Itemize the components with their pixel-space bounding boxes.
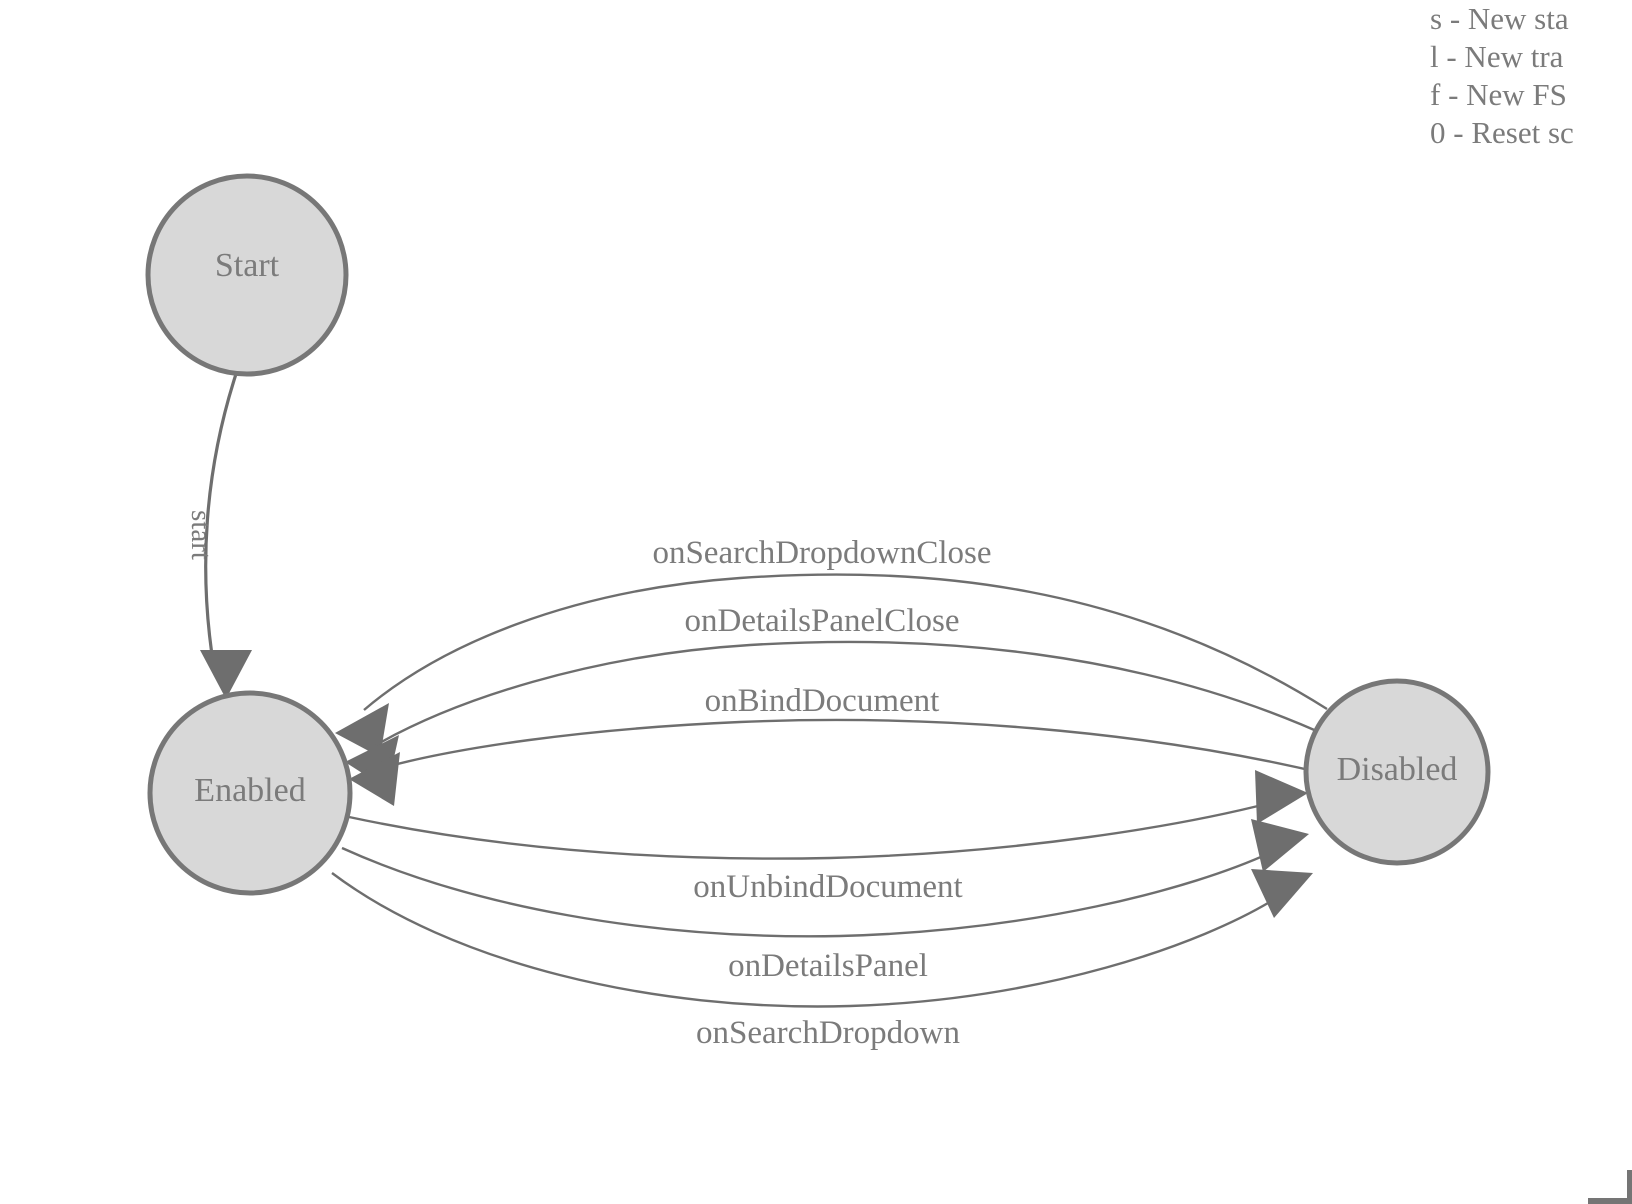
edge-label-onBindDocument: onBindDocument bbox=[705, 683, 940, 719]
edge-path-onUnbindDocument bbox=[348, 801, 1271, 860]
state-label-enabled: Enabled bbox=[194, 772, 305, 809]
edge-onBindDocument[interactable]: onBindDocument bbox=[349, 683, 1323, 806]
edge-label-onDetailsPanel: onDetailsPanel bbox=[728, 948, 928, 984]
edge-label-onDetailsPanelClose: onDetailsPanelClose bbox=[685, 603, 960, 639]
arrow-head-onBindDocument bbox=[349, 752, 400, 806]
edge-path-onSearchDropdownClose bbox=[363, 573, 1328, 711]
arrow-head-onSearchDropdownClose bbox=[335, 703, 389, 757]
state-node-start[interactable]: Start bbox=[145, 173, 349, 377]
window-frame-right-edge bbox=[1627, 1170, 1632, 1204]
edge-onSearchDropdownClose[interactable]: onSearchDropdownClose bbox=[335, 535, 1328, 757]
state-node-enabled[interactable]: Enabled bbox=[147, 690, 353, 896]
edge-onDetailsPanel[interactable]: onDetailsPanel bbox=[341, 819, 1309, 984]
edge-path-onSearchDropdown bbox=[331, 872, 1279, 1008]
edge-path-onDetailsPanelClose bbox=[375, 640, 1331, 747]
state-circle-disabled[interactable] bbox=[1303, 678, 1491, 866]
state-node-disabled[interactable]: Disabled bbox=[1303, 678, 1491, 866]
arrow-head-onSearchDropdown bbox=[1251, 869, 1313, 918]
legend-line-reset-scale: 0 - Reset sc bbox=[1430, 115, 1574, 150]
arrow-head-start bbox=[200, 650, 252, 699]
edge-path-onBindDocument bbox=[381, 718, 1323, 775]
edge-label-onSearchDropdown: onSearchDropdown bbox=[696, 1015, 960, 1051]
state-label-start: Start bbox=[215, 247, 280, 284]
edge-onUnbindDocument[interactable]: onUnbindDocument bbox=[348, 770, 1308, 905]
edge-label-onSearchDropdownClose: onSearchDropdownClose bbox=[652, 535, 991, 571]
edge-onDetailsPanelClose[interactable]: onDetailsPanelClose bbox=[345, 603, 1331, 789]
arrow-head-onUnbindDocument bbox=[1255, 770, 1308, 824]
edge-path-start bbox=[204, 373, 238, 669]
state-circle-enabled[interactable] bbox=[147, 690, 353, 896]
edge-label-onUnbindDocument: onUnbindDocument bbox=[693, 869, 962, 905]
legend-line-new-state: s - New sta bbox=[1430, 1, 1569, 36]
edge-onSearchDropdown[interactable]: onSearchDropdown bbox=[331, 869, 1313, 1051]
edge-start[interactable]: start bbox=[185, 373, 252, 699]
edge-path-onDetailsPanel bbox=[341, 846, 1273, 938]
state-label-disabled: Disabled bbox=[1337, 751, 1458, 788]
window-frame-bottom-edge bbox=[1588, 1198, 1632, 1204]
arrow-head-onDetailsPanel bbox=[1251, 819, 1309, 872]
keyboard-shortcuts-legend: s - New sta l - New tra f - New FS 0 - R… bbox=[1430, 0, 1632, 152]
legend-line-new-transition: l - New tra bbox=[1430, 39, 1564, 74]
state-circle-start[interactable] bbox=[145, 173, 349, 377]
legend-line-new-fsm: f - New FS bbox=[1430, 77, 1567, 112]
edge-label-start: start bbox=[185, 510, 217, 560]
